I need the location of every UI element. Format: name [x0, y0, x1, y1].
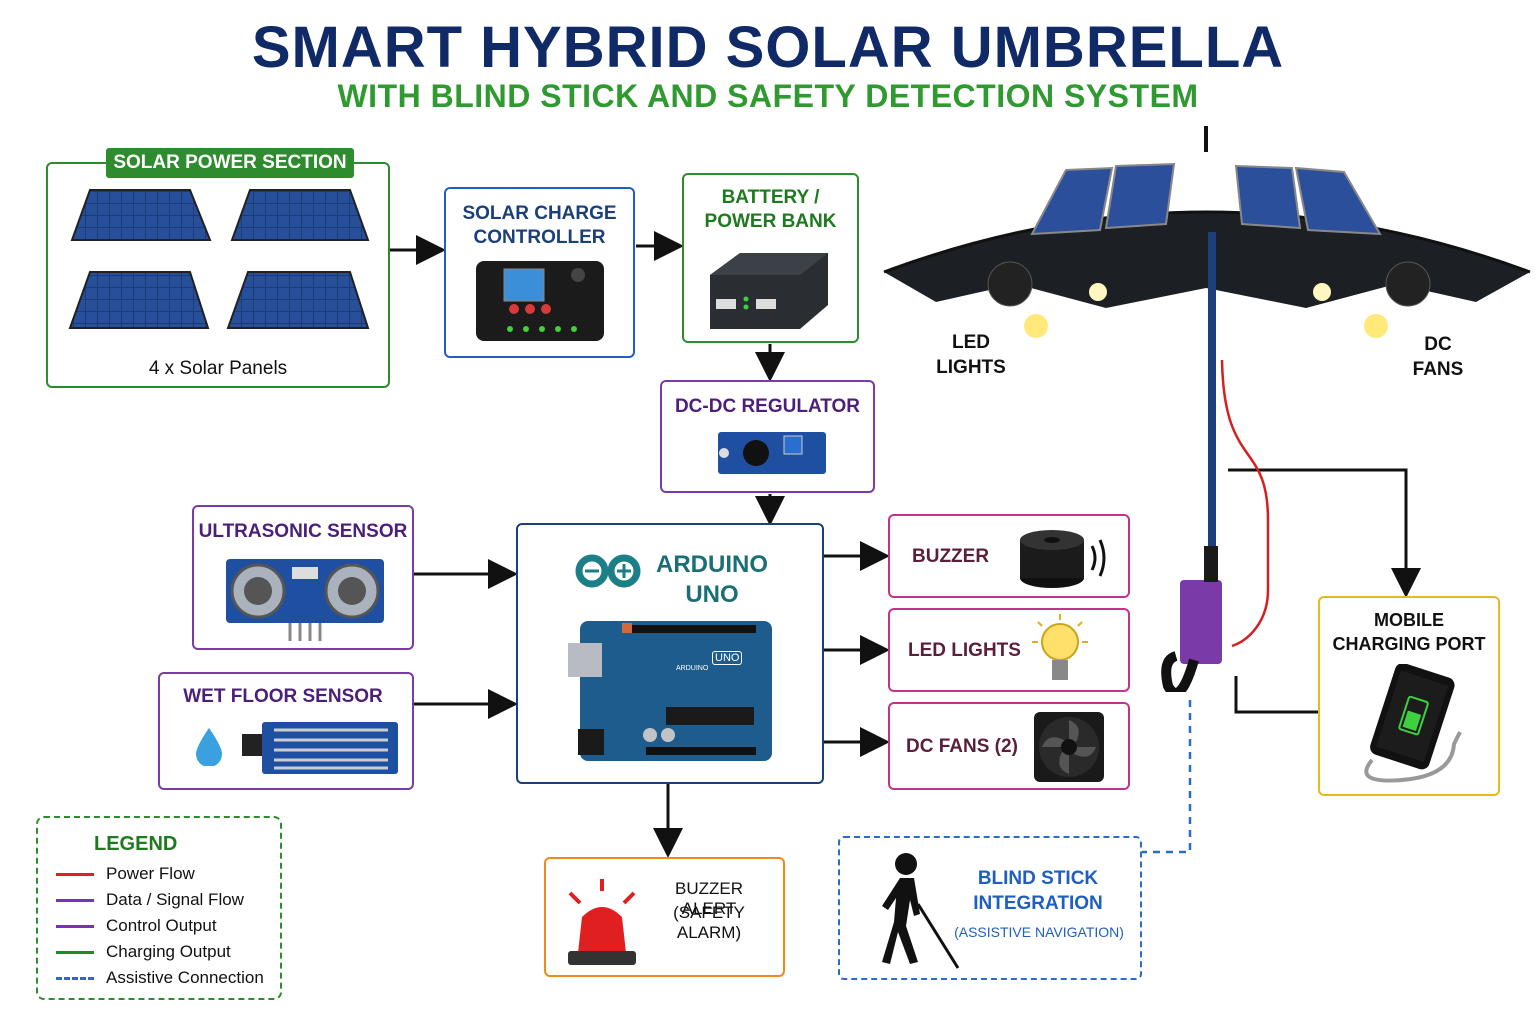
legend-label-assistive: Assistive Connection [106, 968, 264, 987]
regulator-box: DC-DC REGULATOR [660, 380, 875, 493]
wet-floor-sensor-icon [242, 722, 398, 774]
regulator-icon [718, 432, 826, 474]
legend-title: LEGEND [94, 833, 178, 855]
wet-floor-label: WET FLOOR SENSOR [183, 686, 383, 707]
fans-box: DC FANS (2) [888, 702, 1130, 790]
buzzer-alert-line2: (SAFETY ALARM) [673, 903, 745, 943]
page-title: SMART HYBRID SOLAR UMBRELLA [251, 15, 1285, 80]
umbrella-fans-line2: FANS [1412, 359, 1464, 380]
mobile-label-line2: CHARGING PORT [1332, 634, 1486, 654]
blind-stick-line3: (ASSISTIVE NAVIGATION) [954, 924, 1124, 940]
buzzer-alert-line1: BUZZER ALERT [675, 879, 743, 919]
arduino-board-text: UNO [712, 651, 743, 665]
controller-label-line2: CONTROLLER [473, 227, 606, 248]
arduino-board-brand: ARDUINO [676, 665, 709, 672]
umbrella-led-line1: LED [952, 332, 990, 353]
led-label: LED LIGHTS [908, 640, 1021, 661]
blind-person-icon [882, 853, 960, 969]
buzzer-box: BUZZER [888, 514, 1130, 598]
line-handle-to-mobile [1234, 676, 1318, 714]
arduino-board-icon [568, 621, 772, 761]
solar-panels-caption: 4 x Solar Panels [148, 358, 288, 379]
charge-controller-box: SOLAR CHARGE CONTROLLER [444, 187, 635, 358]
ultrasonic-label: ULTRASONIC SENSOR [198, 521, 408, 542]
fans-label: DC FANS (2) [906, 736, 1018, 757]
legend-label-data: Data / Signal Flow [106, 890, 244, 909]
umbrella-led-line2: LIGHTS [936, 357, 1006, 378]
blind-stick-box: BLIND STICK INTEGRATION (ASSISTIVE NAVIG… [838, 836, 1142, 980]
power-bank-icon [710, 253, 828, 329]
page-subtitle: WITH BLIND STICK AND SAFETY DETECTION SY… [337, 78, 1199, 114]
charge-controller-icon [476, 261, 604, 341]
arduino-label-line1: ARDUINO [656, 551, 768, 578]
blind-stick-line1: BLIND STICK [977, 868, 1099, 889]
umbrella-illustration [883, 126, 1531, 692]
blind-stick-line2: INTEGRATION [973, 893, 1103, 914]
umbrella-fans-line1: DC [1424, 334, 1452, 355]
solar-section-box: 4 x Solar Panels [46, 162, 390, 388]
ultrasonic-box: ULTRASONIC SENSOR [192, 505, 414, 650]
legend-swatch-power [56, 873, 94, 876]
fan-icon [1034, 712, 1104, 782]
battery-box: BATTERY / POWER BANK [682, 173, 859, 343]
battery-label-line1: BATTERY / [721, 187, 820, 208]
alarm-siren-icon [568, 879, 636, 965]
light-bulb-icon [1032, 614, 1088, 680]
ultrasonic-sensor-icon [226, 559, 384, 641]
arrow-umbrella-to-mobile [1228, 468, 1421, 598]
legend-box: LEGEND Power Flow Data / Signal Flow Con… [36, 816, 282, 1000]
arduino-label-line2: UNO [685, 581, 739, 608]
wet-floor-box: WET FLOOR SENSOR [158, 672, 414, 790]
solar-panels-icon [68, 189, 370, 329]
controller-label-line1: SOLAR CHARGE [462, 203, 617, 224]
led-box: LED LIGHTS [888, 608, 1130, 692]
arduino-logo-icon [575, 554, 641, 588]
legend-label-charging: Charging Output [106, 942, 231, 961]
battery-label-line2: POWER BANK [704, 211, 837, 232]
water-drop-icon [196, 728, 222, 766]
legend-label-control: Control Output [106, 916, 217, 935]
buzzer-label: BUZZER [912, 546, 990, 567]
solar-section-tag: SOLAR POWER SECTION [106, 148, 354, 178]
regulator-label: DC-DC REGULATOR [674, 396, 861, 417]
mobile-label-line1: MOBILE [1374, 610, 1444, 630]
buzzer-alert-box: BUZZER ALERT (SAFETY ALARM) [544, 857, 785, 977]
power-wire [1220, 359, 1270, 648]
legend-swatch-assistive [56, 977, 94, 980]
mobile-box: MOBILE CHARGING PORT [1318, 596, 1500, 796]
arduino-box: ARDUINO UNO UNO ARDUINO [516, 523, 824, 784]
buzzer-icon [1020, 530, 1106, 588]
phone-charging-icon [1364, 664, 1462, 783]
legend-swatch-control [56, 925, 94, 928]
legend-swatch-data [56, 899, 94, 902]
legend-swatch-charging [56, 951, 94, 954]
assistive-dashed-line [1142, 700, 1192, 854]
legend-label-power: Power Flow [106, 864, 195, 883]
